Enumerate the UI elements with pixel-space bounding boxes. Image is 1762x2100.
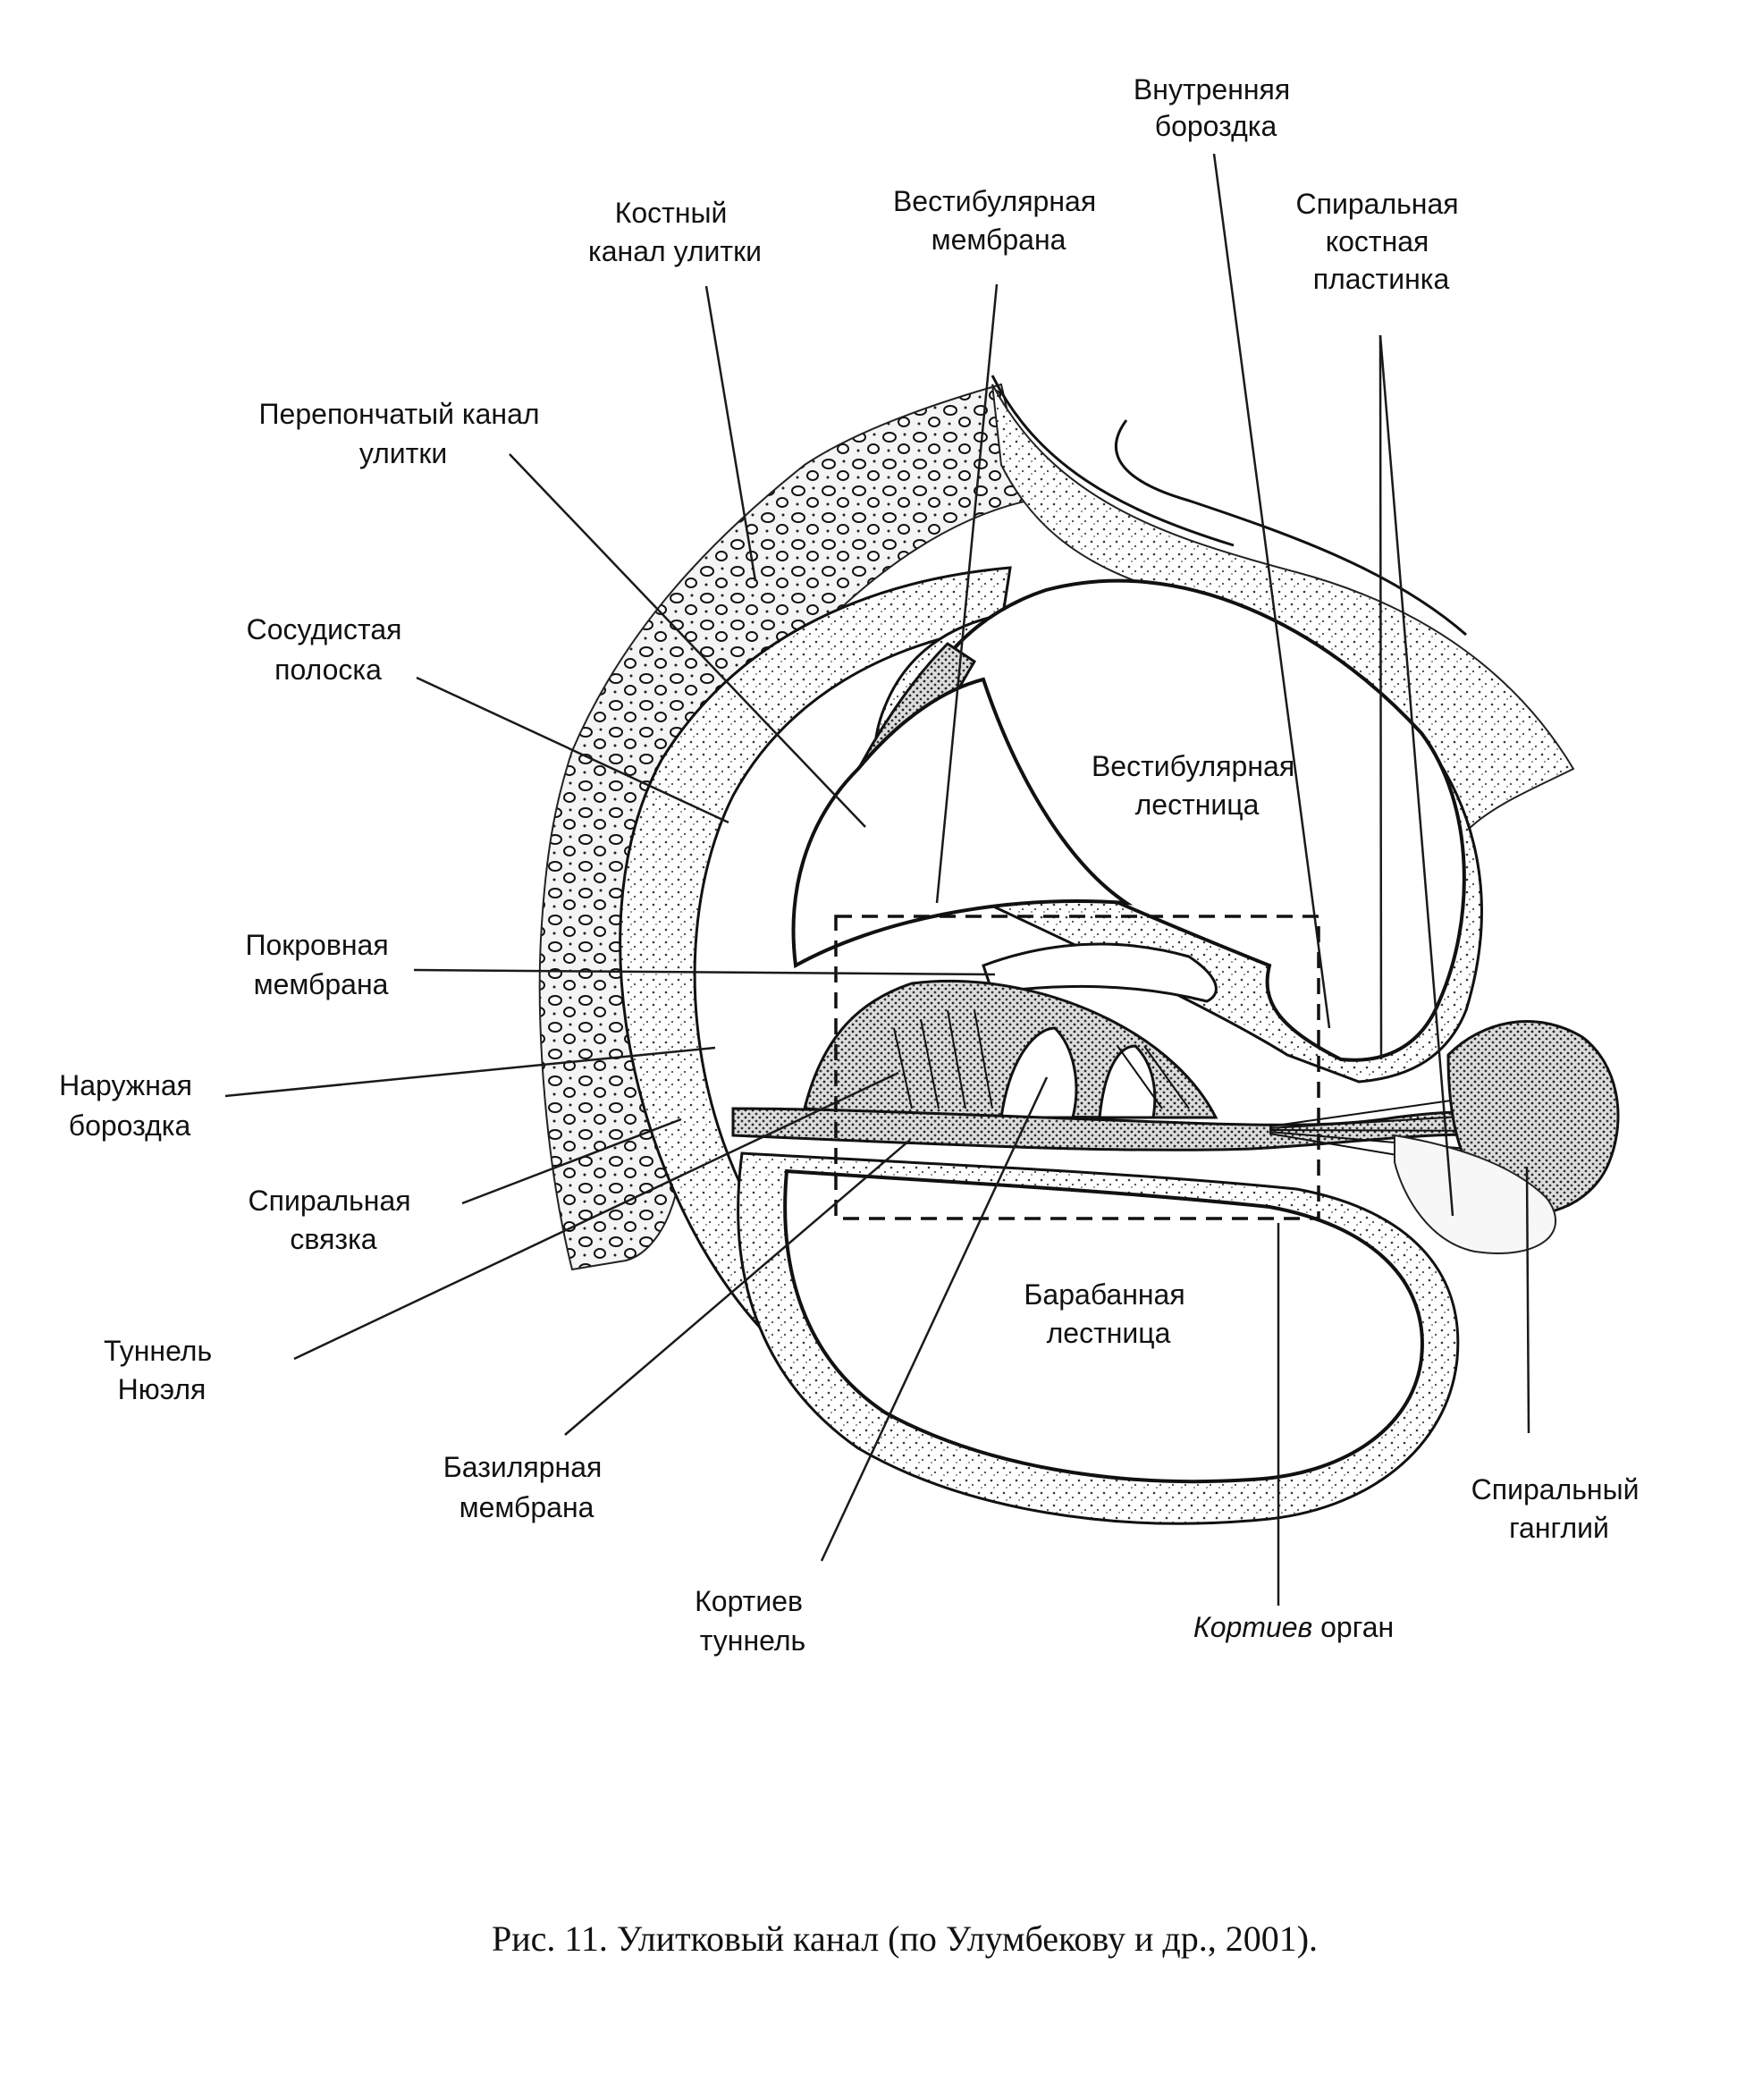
label-tectorial-membrane: Покровная мембрана (245, 929, 396, 1000)
leader-stria-vascularis (416, 676, 729, 824)
leader-corti-tunnel (820, 1076, 1049, 1562)
bony-modiolus-lower (1394, 1134, 1557, 1254)
leader-inner-sulcus (1212, 153, 1331, 1029)
leader-spiral-ligament (461, 1117, 682, 1205)
membranous-canal-space (791, 677, 1134, 969)
labels: Внутренняя бороздка Костный канал улитки… (59, 73, 1648, 1657)
label-spiral-lamina: Спиральная костная пластинка (1296, 188, 1467, 295)
tectorial-membrane (982, 942, 1218, 1003)
label-spiral-ligament: Спиральная связка (249, 1185, 419, 1255)
label-organ-of-corti: Кортиев орган (1193, 1611, 1394, 1643)
label-corti-tunnel: Кортиев туннель (695, 1585, 811, 1657)
label-nuel-tunnel: Туннель Нюэля (104, 1335, 220, 1405)
corti-tunnel-shape (999, 1026, 1078, 1119)
leader-lines (224, 153, 1530, 1606)
leader-outer-sulcus (224, 1046, 716, 1098)
upper-bone-outline (991, 375, 1235, 547)
leader-membranous-canal (509, 453, 866, 828)
label-inner-sulcus: Внутренняя бороздка (1134, 73, 1298, 142)
label-bony-canal: Костный канал улитки (588, 197, 762, 267)
leader-bony-canal (704, 285, 757, 582)
label-basilar-membrane: Базилярная мембрана (443, 1451, 610, 1523)
label-stria-vascularis: Сосудистая полоска (247, 613, 410, 686)
leader-spiral-lamina-2 (1378, 334, 1454, 1217)
scala-tympani-space (783, 1168, 1424, 1484)
leader-spiral-ganglion (1525, 1166, 1530, 1434)
organ-of-corti-box (834, 915, 1320, 1220)
hair-cell-lines (893, 1009, 1190, 1109)
cochlear-drawing (538, 375, 1620, 1525)
leader-vestibular-membrane (935, 283, 999, 904)
label-spiral-ganglion: Спиральный ганглий (1471, 1473, 1648, 1544)
label-scala-vestibuli: Вестибулярная лестница (1092, 750, 1303, 821)
figure-caption: Рис. 11. Улитковый канал (по Улумбекову … (492, 1919, 1318, 1959)
upper-bone-edge (1115, 419, 1467, 637)
label-vestibular-membrane: Вестибулярная мембрана (893, 185, 1104, 256)
nerve-fibers (1269, 1090, 1521, 1177)
label-scala-tympani: Барабанная лестница (1024, 1278, 1193, 1349)
leader-spiral-lamina-1 (1378, 334, 1383, 1060)
label-membranous-canal: Перепончатый канал улитки (259, 398, 548, 469)
leader-tectorial-membrane (413, 968, 996, 976)
leader-nuel-tunnel (293, 1071, 899, 1361)
label-outer-sulcus: Наружная бороздка (59, 1069, 200, 1142)
leader-basilar-membrane (564, 1139, 911, 1436)
